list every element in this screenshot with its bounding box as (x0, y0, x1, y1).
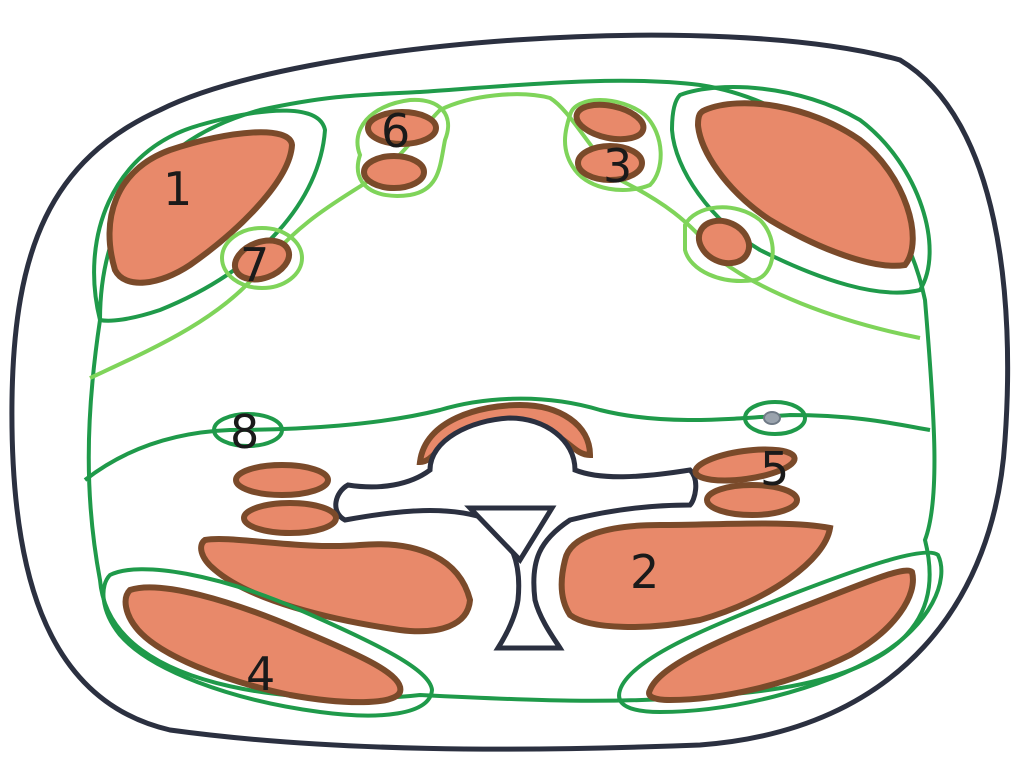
label-2: 2 (630, 545, 659, 599)
label-5: 5 (760, 442, 789, 496)
muscle-left-small-upper (236, 465, 328, 495)
label-4: 4 (246, 647, 275, 701)
muscle-left-small-lower (244, 503, 336, 533)
label-3: 3 (603, 139, 632, 193)
label-8: 8 (230, 405, 259, 459)
label-1: 1 (163, 162, 192, 216)
label-7: 7 (240, 238, 269, 292)
muscle-right-small (692, 213, 756, 271)
vessel-right-lumen (764, 412, 780, 424)
label-6: 6 (381, 104, 410, 158)
muscle-6-lower (364, 156, 424, 188)
